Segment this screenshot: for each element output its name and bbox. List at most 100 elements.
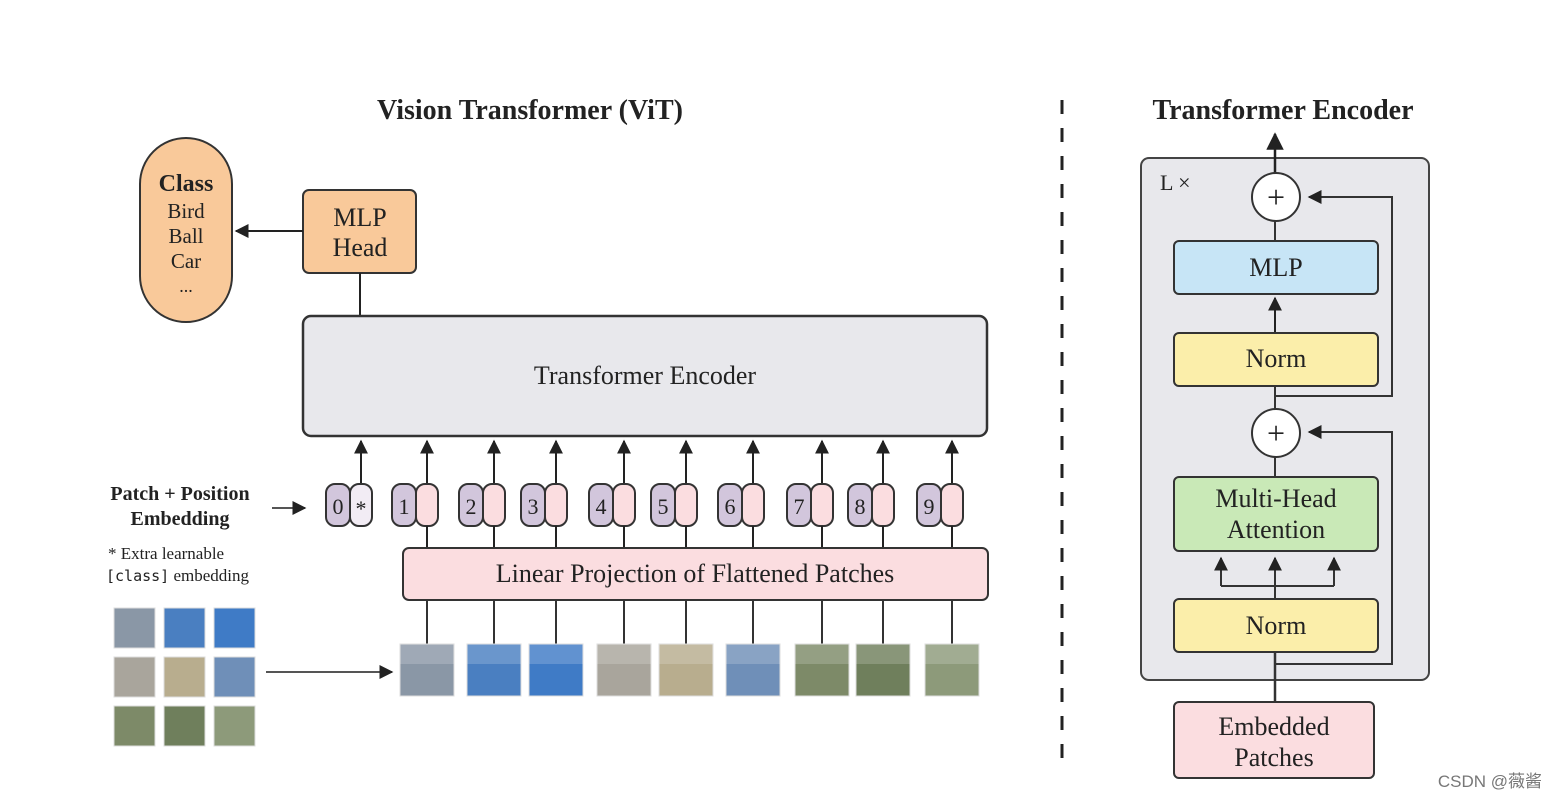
- mlp-head-line1: MLP: [333, 203, 386, 232]
- mlp-head-box: MLP Head: [302, 189, 417, 274]
- position-number: 3: [528, 494, 539, 519]
- sequence-patch: [794, 600, 850, 697]
- patch-embedding: [741, 483, 765, 527]
- embedded-patches-line1: Embedded: [1218, 712, 1329, 741]
- sequence-patch: [466, 600, 522, 697]
- class-item-car: Car: [171, 249, 201, 273]
- grid-patch: [163, 607, 206, 649]
- transformer-encoder-box: Transformer Encoder: [301, 314, 989, 438]
- grid-patch: [213, 656, 256, 698]
- norm-top-label: Norm: [1246, 344, 1307, 373]
- patch-image: [855, 643, 911, 697]
- patch-embedding: [612, 483, 636, 527]
- embedding-label-line2: Embedding: [131, 508, 230, 530]
- plus-bottom: +: [1267, 415, 1285, 451]
- grid-patch: [113, 705, 156, 747]
- norm-top-box: Norm: [1173, 332, 1379, 387]
- linear-projection-label: Linear Projection of Flattened Patches: [496, 559, 895, 588]
- extra-note-rest: embedding: [169, 566, 249, 585]
- class-token-mark: *: [356, 496, 367, 521]
- sequence-patch: [596, 600, 652, 697]
- image-patch-sequence: [399, 600, 980, 697]
- patch-embedding: [674, 483, 698, 527]
- patch-highlight: [726, 644, 780, 664]
- patch-highlight: [400, 644, 454, 664]
- class-box: Class Bird Ball Car ...: [139, 137, 233, 323]
- position-number: 2: [466, 494, 477, 519]
- patch-embedding: [810, 483, 834, 527]
- residual-top: [1275, 190, 1393, 397]
- token-7: 7: [786, 439, 834, 548]
- token-9: 9: [916, 439, 964, 548]
- position-number: 8: [855, 494, 866, 519]
- norm-bottom-label: Norm: [1246, 611, 1307, 640]
- patch-highlight: [925, 644, 979, 664]
- token-6: 6: [717, 439, 765, 548]
- grid-patch: [113, 656, 156, 698]
- grid-patch: [213, 607, 256, 649]
- grid-patch: [213, 705, 256, 747]
- extra-note-code: [class]: [106, 567, 169, 585]
- patch-image: [466, 643, 522, 697]
- token-0: 0*: [325, 439, 373, 527]
- position-number: 5: [658, 494, 669, 519]
- embedded-patches-box: Embedded Patches: [1173, 701, 1375, 779]
- patch-highlight: [795, 644, 849, 664]
- residual-bottom: [1275, 425, 1393, 665]
- mlp-label: MLP: [1249, 253, 1302, 282]
- patch-embedding: [415, 483, 439, 527]
- token-4: 4: [588, 439, 636, 548]
- patch-image: [794, 643, 850, 697]
- patch-image: [924, 643, 980, 697]
- image-patch-grid: [113, 607, 256, 747]
- sequence-patch: [855, 600, 911, 697]
- sequence-patch: [528, 600, 584, 697]
- patch-image: [658, 643, 714, 697]
- mlp-head-line2: Head: [333, 233, 388, 262]
- position-number: 6: [725, 494, 736, 519]
- embedded-patches-line2: Patches: [1234, 743, 1313, 772]
- patch-embedding: [871, 483, 895, 527]
- token-1: 1: [391, 439, 439, 548]
- class-item-more: ...: [179, 276, 193, 296]
- patch-highlight: [856, 644, 910, 664]
- class-heading: Class: [159, 171, 214, 197]
- patch-embedding: [482, 483, 506, 527]
- patch-image: [596, 643, 652, 697]
- position-number: 9: [924, 494, 935, 519]
- grid-patch: [163, 656, 206, 698]
- grid-patch: [163, 705, 206, 747]
- patch-image: [725, 643, 781, 697]
- position-number: 4: [596, 494, 607, 519]
- residual-add-top: +: [1251, 172, 1301, 222]
- sequence-patch: [658, 600, 714, 697]
- patch-highlight: [529, 644, 583, 664]
- token-3: 3: [520, 439, 568, 548]
- linear-projection-box: Linear Projection of Flattened Patches: [402, 547, 989, 601]
- mlp-box: MLP: [1173, 240, 1379, 295]
- patch-highlight: [597, 644, 651, 664]
- token-8: 8: [847, 439, 895, 548]
- norm-bottom-box: Norm: [1173, 598, 1379, 653]
- patch-highlight: [467, 644, 521, 664]
- sequence-patch: [399, 600, 455, 697]
- grid-patch: [113, 607, 156, 649]
- patch-embedding: [544, 483, 568, 527]
- extra-note-line2: [class] embedding: [106, 566, 250, 585]
- attention-line1: Multi-Head: [1215, 484, 1336, 513]
- sequence-patch: [725, 600, 781, 697]
- transformer-encoder-label: Transformer Encoder: [534, 361, 756, 390]
- patch-image: [399, 643, 455, 697]
- token-5: 5: [650, 439, 698, 548]
- patch-embedding: [940, 483, 964, 527]
- vit-title: Vision Transformer (ViT): [377, 95, 683, 126]
- class-token: [349, 483, 373, 527]
- position-number: 0: [333, 494, 344, 519]
- class-item-ball: Ball: [169, 224, 204, 248]
- residual-add-bottom: +: [1251, 408, 1301, 458]
- embedding-label-line1: Patch + Position: [110, 483, 249, 505]
- watermark: CSDN @薇酱: [1437, 772, 1542, 791]
- repeat-label: L ×: [1160, 170, 1191, 195]
